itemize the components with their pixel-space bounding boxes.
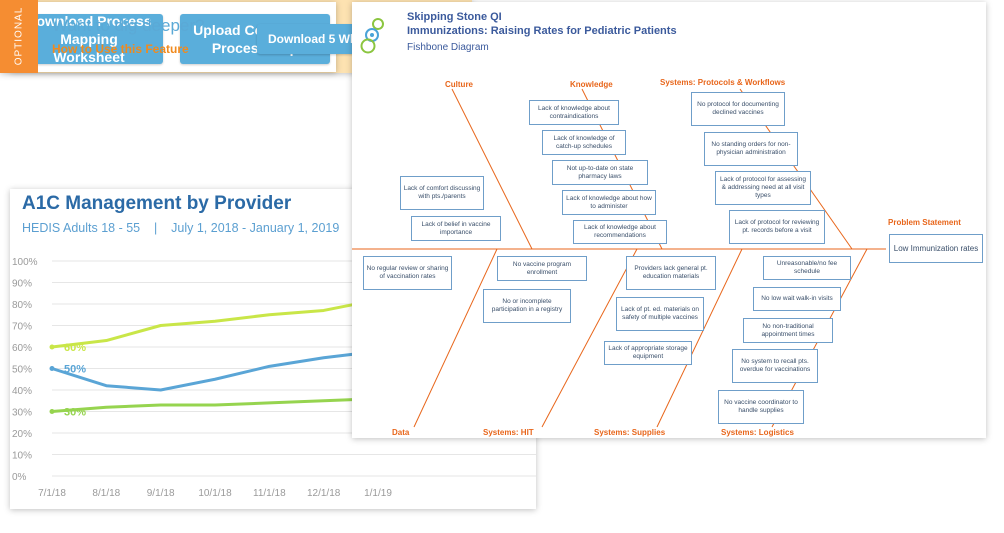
cause-box: Lack of protocol for reviewing pt. recor… bbox=[729, 210, 825, 244]
series-point bbox=[49, 366, 55, 371]
x-tick-label: 7/1/18 bbox=[38, 488, 66, 499]
cause-box: No regular review or sharing of vaccinat… bbox=[363, 256, 452, 290]
series-line bbox=[51, 298, 379, 349]
category-protocols: Systems: Protocols & Workflows bbox=[660, 78, 786, 87]
cause-box: Lack of appropriate storage equipment bbox=[604, 341, 692, 365]
x-tick-label: 9/1/18 bbox=[147, 488, 175, 499]
how-to-use-link[interactable]: How to Use this Feature bbox=[52, 42, 189, 56]
download-mapping-worksheet-button[interactable]: Download Process Mapping Worksheet bbox=[15, 13, 163, 65]
y-tick-label: 0% bbox=[12, 472, 27, 483]
y-tick-label: 30% bbox=[12, 408, 32, 419]
category-knowledge: Knowledge bbox=[570, 80, 613, 89]
series-line bbox=[51, 349, 379, 392]
series-label: 60% bbox=[64, 342, 86, 354]
x-tick-label: 1/1/19 bbox=[364, 488, 392, 499]
x-tick-label: 10/1/18 bbox=[198, 488, 232, 499]
problem-statement-label: Problem Statement bbox=[888, 218, 961, 227]
optional-tab: OPTIONAL bbox=[0, 0, 38, 73]
category-hit: Systems: HIT bbox=[483, 428, 534, 437]
cause-box: No vaccine coordinator to handle supplie… bbox=[718, 390, 804, 424]
dig-deeper-title: Want to dig deeper? bbox=[52, 16, 205, 35]
cause-box: No system to recall pts. overdue for vac… bbox=[732, 349, 818, 383]
bone-supplies bbox=[656, 248, 743, 428]
y-tick-label: 10% bbox=[12, 451, 32, 462]
cause-box: Lack of protocol for assessing & address… bbox=[715, 171, 811, 205]
category-supplies: Systems: Supplies bbox=[594, 428, 666, 437]
y-tick-label: 70% bbox=[12, 322, 32, 333]
y-tick-label: 40% bbox=[12, 386, 32, 397]
skipping-stone-logo-icon bbox=[360, 18, 384, 54]
y-tick-label: 90% bbox=[12, 279, 32, 290]
cause-box: Unreasonable/no fee schedule bbox=[763, 256, 851, 280]
cause-box: Lack of knowledge about how to administe… bbox=[562, 190, 656, 215]
fishbone-diagram-card: Skipping Stone QI Immunizations: Raising… bbox=[352, 2, 986, 438]
cause-box: Lack of comfort discussing with pts./par… bbox=[400, 176, 484, 210]
bone-culture bbox=[451, 88, 533, 250]
bone-hit bbox=[541, 248, 638, 428]
series-line bbox=[51, 397, 379, 413]
series-point bbox=[49, 409, 55, 414]
category-logistics: Systems: Logistics bbox=[721, 428, 794, 437]
problem-statement-box: Low Immunization rates bbox=[889, 234, 983, 263]
cause-box: No low wait walk-in visits bbox=[753, 287, 841, 311]
y-tick-label: 100% bbox=[12, 257, 38, 268]
cause-box: Lack of belief in vaccine importance bbox=[411, 216, 501, 241]
category-data: Data bbox=[392, 428, 410, 437]
y-tick-label: 60% bbox=[12, 343, 32, 354]
cause-box: No vaccine program enrollment bbox=[497, 256, 587, 281]
cause-box: Lack of knowledge about recommendations bbox=[573, 220, 667, 244]
cause-box: No standing orders for non-physician adm… bbox=[704, 132, 798, 166]
x-tick-label: 12/1/18 bbox=[307, 488, 341, 499]
y-tick-label: 50% bbox=[12, 365, 32, 376]
bone-data bbox=[413, 248, 498, 428]
category-culture: Culture bbox=[445, 80, 473, 89]
x-tick-label: 11/1/18 bbox=[253, 488, 286, 499]
cause-box: No non-traditional appointment times bbox=[743, 318, 833, 343]
series-label: 50% bbox=[64, 364, 86, 376]
chart-title: A1C Management by Provider bbox=[22, 193, 292, 214]
cause-box: Providers lack general pt. education mat… bbox=[626, 256, 716, 290]
org-name: Skipping Stone QI bbox=[407, 11, 502, 23]
series-label: 30% bbox=[64, 407, 86, 419]
project-title: Immunizations: Raising Rates for Pediatr… bbox=[407, 25, 677, 37]
cause-box: Not up-to-date on state pharmacy laws bbox=[552, 160, 648, 185]
cause-box: No or incomplete participation in a regi… bbox=[483, 289, 571, 323]
cause-box: No protocol for documenting declined vac… bbox=[691, 92, 785, 126]
diagram-type: Fishbone Diagram bbox=[407, 42, 489, 53]
chart-subtitle: HEDIS Adults 18 - 55 | July 1, 2018 - Ja… bbox=[22, 221, 340, 235]
y-tick-label: 80% bbox=[12, 300, 32, 311]
x-tick-label: 8/1/18 bbox=[92, 488, 120, 499]
cause-box: Lack of knowledge of catch-up schedules bbox=[542, 130, 626, 155]
cause-box: Lack of knowledge about contraindication… bbox=[529, 100, 619, 125]
cause-box: Lack of pt. ed. materials on safety of m… bbox=[616, 297, 704, 331]
series-point bbox=[49, 344, 55, 350]
y-tick-label: 20% bbox=[12, 429, 32, 440]
